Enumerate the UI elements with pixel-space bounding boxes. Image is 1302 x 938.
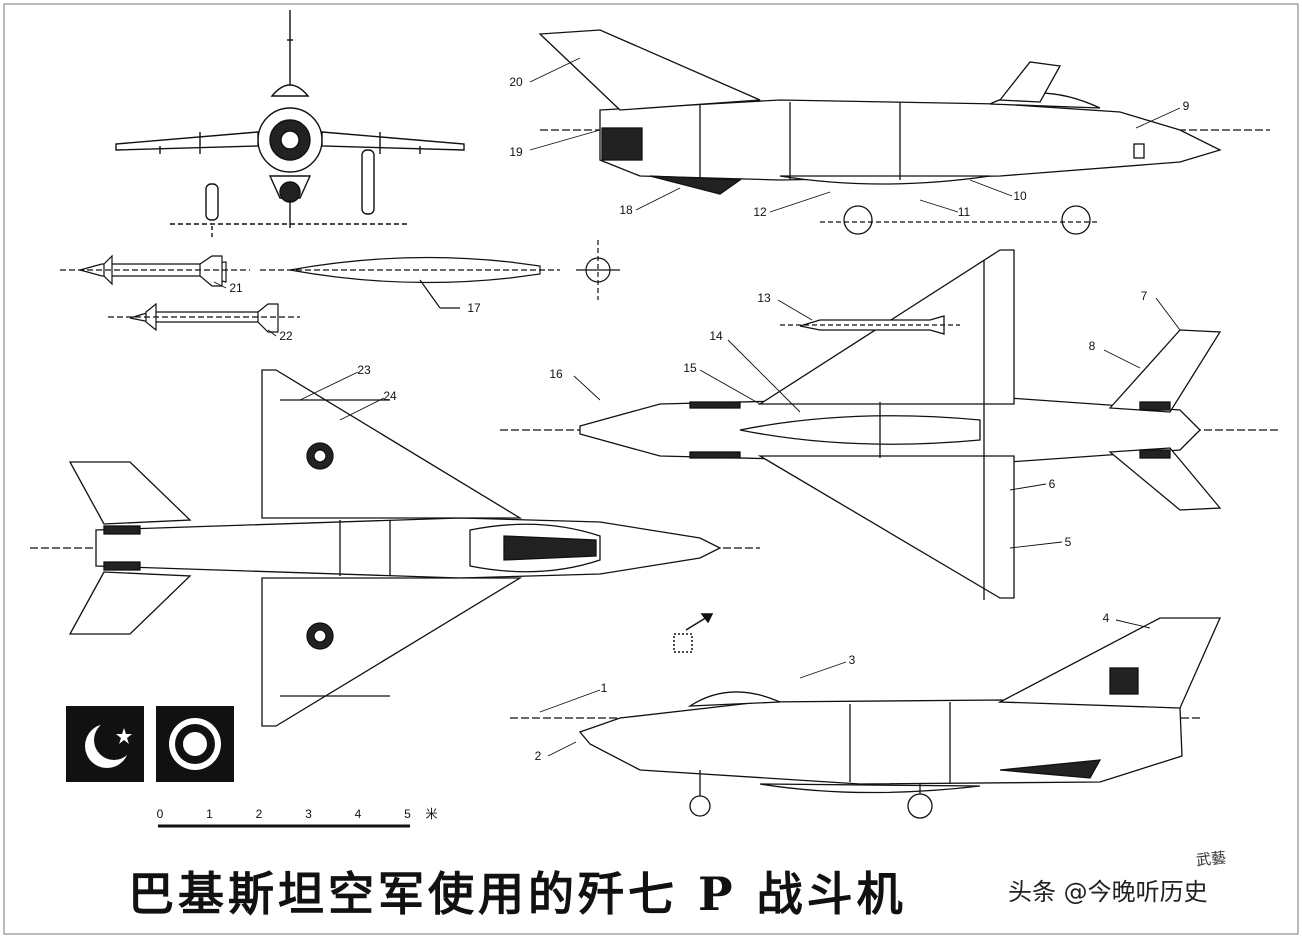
callout-leader-12 <box>769 191 831 213</box>
callout-leader-13 <box>777 299 813 321</box>
scale-tick-1: 1 <box>206 807 213 821</box>
callout-2: 2 <box>535 749 542 763</box>
callout-leader-3 <box>799 661 847 679</box>
pakistan-flag-icon <box>66 706 144 782</box>
callout-22: 22 <box>279 329 293 343</box>
callout-10: 10 <box>1013 189 1027 203</box>
plan-view-top <box>30 369 760 727</box>
drop-tank-17 <box>260 240 620 309</box>
callout-9: 9 <box>1183 99 1190 113</box>
callout-8: 8 <box>1089 339 1096 353</box>
scale-tick-5: 5 <box>404 807 411 821</box>
callout-leader-6 <box>1009 483 1047 491</box>
callout-leader-18 <box>635 187 681 211</box>
side-view-lower <box>510 617 1222 819</box>
callout-5: 5 <box>1065 535 1072 549</box>
callout-leader-24 <box>339 397 385 421</box>
callout-leader-16 <box>573 375 601 401</box>
callout-3: 3 <box>849 653 856 667</box>
side-view-upper <box>538 29 1270 235</box>
callout-23: 23 <box>357 363 371 377</box>
callout-16: 16 <box>549 367 563 381</box>
scale-tick-4: 4 <box>355 807 362 821</box>
callout-1: 1 <box>601 681 608 695</box>
callout-17: 17 <box>467 301 481 315</box>
callout-24: 24 <box>383 389 397 403</box>
callout-21: 21 <box>229 281 243 295</box>
callout-leader-1 <box>539 689 601 713</box>
artist-signature: 武藝 <box>1195 848 1227 870</box>
callout-leader-2 <box>547 741 577 757</box>
callout-leader-20 <box>529 57 581 83</box>
callout-4: 4 <box>1103 611 1110 625</box>
plan-view-bottom <box>500 249 1280 600</box>
missile-21 <box>60 254 250 287</box>
callout-leader-10 <box>969 179 1013 197</box>
callout-leader-19 <box>529 129 601 151</box>
front-view <box>115 10 465 240</box>
scale-tick-2: 2 <box>256 807 263 821</box>
callout-leader-7 <box>1155 297 1181 331</box>
callout-leader-14 <box>727 339 801 413</box>
callout-leader-9 <box>1135 107 1181 129</box>
callout-leader-8 <box>1103 349 1141 369</box>
callout-7: 7 <box>1141 289 1148 303</box>
scale-bar: 0 1 2 3 4 5 米 <box>157 807 438 828</box>
callout-18: 18 <box>619 203 633 217</box>
callout-12: 12 <box>753 205 767 219</box>
scale-unit: 米 <box>426 807 438 821</box>
callout-leader-15 <box>699 369 761 405</box>
callout-6: 6 <box>1049 477 1056 491</box>
scale-tick-0: 0 <box>157 807 164 821</box>
callout-19: 19 <box>509 145 523 159</box>
callout-leader-11 <box>919 199 959 213</box>
scale-tick-3: 3 <box>305 807 312 821</box>
missile-22 <box>108 302 300 333</box>
callout-15: 15 <box>683 361 697 375</box>
callout-14: 14 <box>709 329 723 343</box>
callout-leader-21 <box>213 281 227 289</box>
callout-leader-4 <box>1115 619 1151 629</box>
callout-13: 13 <box>757 291 771 305</box>
drawing-title: 巴基斯坦空军使用的歼七 P 战斗机 <box>128 867 907 921</box>
callout-leader-23 <box>299 371 359 401</box>
watermark: 头条 @今晚听历史 <box>1008 878 1208 906</box>
callout-leader-22 <box>267 329 277 337</box>
callout-leader-5 <box>1009 541 1063 549</box>
roundel-icon <box>156 706 234 782</box>
callout-20: 20 <box>509 75 523 89</box>
compass-arrow-icon <box>673 613 714 653</box>
callout-11: 11 <box>958 205 971 219</box>
